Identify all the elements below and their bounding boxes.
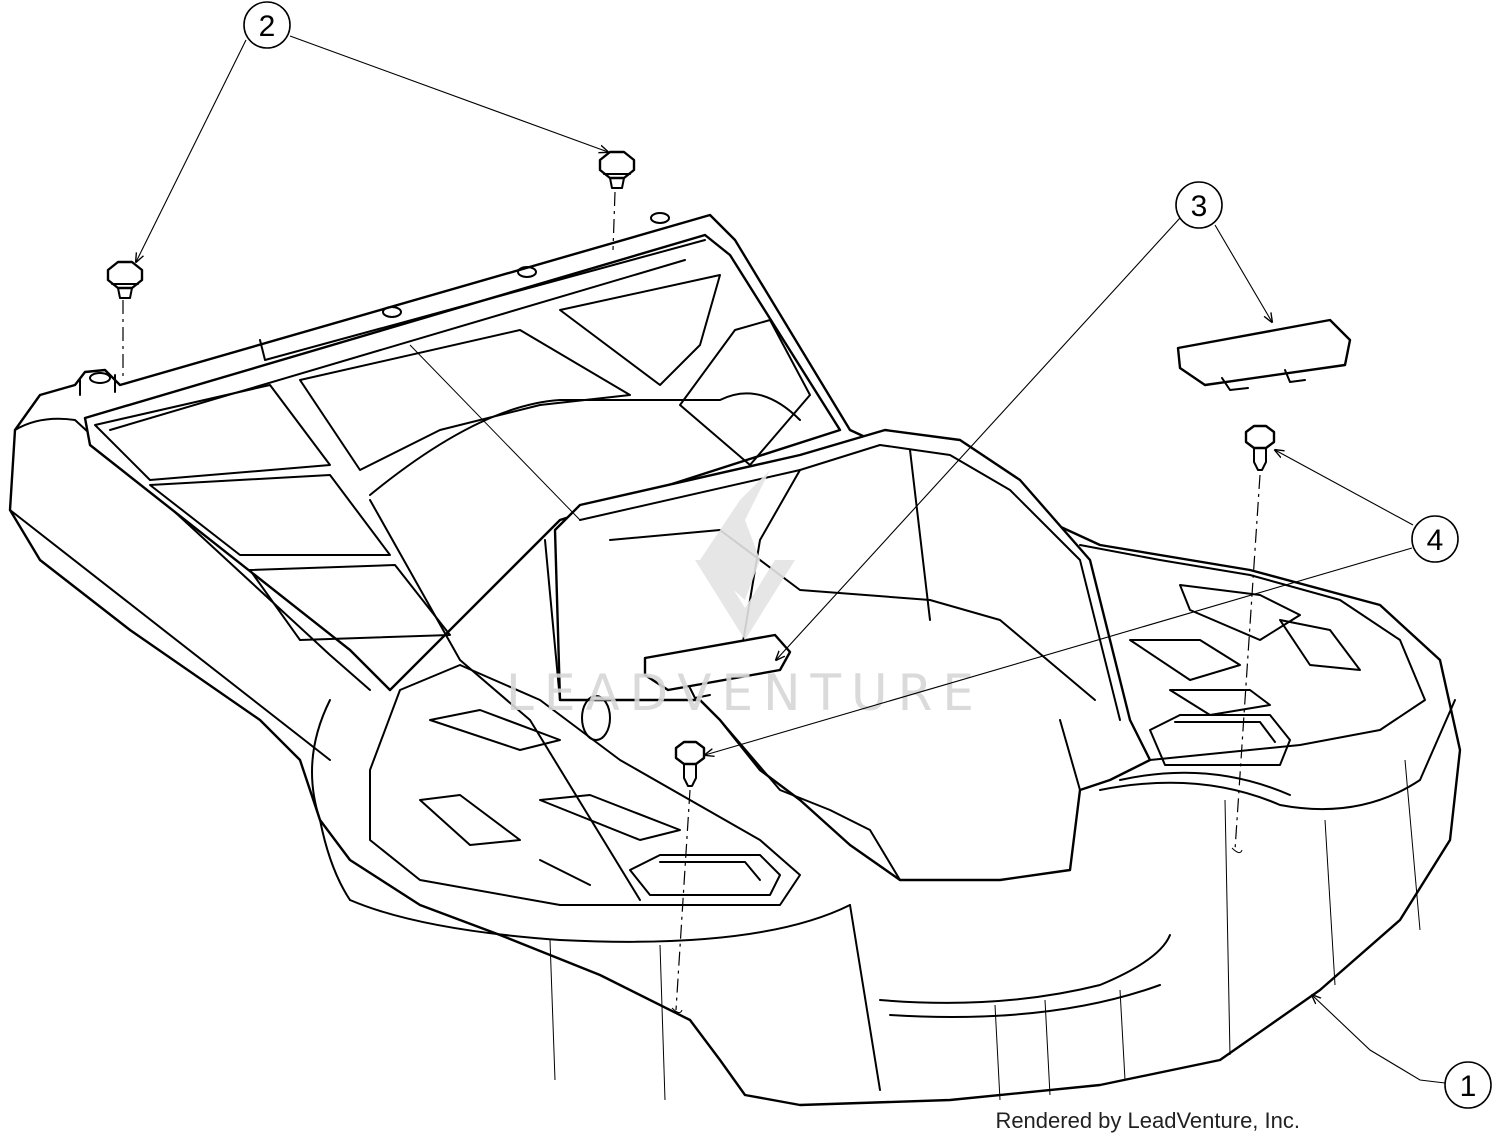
callout-1-label: 1 bbox=[1460, 1070, 1477, 1103]
leader-4-right bbox=[1275, 450, 1414, 526]
watermark: LEADVENTURE bbox=[506, 470, 984, 722]
credit-text: Rendered by LeadVenture, Inc. bbox=[995, 1108, 1300, 1133]
hole-marker-right bbox=[1231, 847, 1243, 854]
plug-cap-upper bbox=[1176, 318, 1352, 391]
callout-1[interactable]: 1 bbox=[1444, 1061, 1492, 1109]
leader-3-upper bbox=[1214, 224, 1272, 322]
watermark-v-icon bbox=[695, 560, 795, 640]
screw-4-left bbox=[674, 740, 706, 787]
centerline-screw-4-right bbox=[1234, 474, 1261, 851]
hidden-line bbox=[409, 344, 581, 521]
watermark-text: LEADVENTURE bbox=[506, 664, 984, 722]
screw-2-right bbox=[598, 150, 636, 189]
plug-cap-lower bbox=[643, 633, 792, 699]
leader-2-right bbox=[289, 35, 608, 152]
screw-2-left bbox=[106, 260, 144, 299]
centerline-screw-2-right bbox=[612, 191, 616, 251]
hole-marker-left bbox=[671, 1007, 683, 1014]
centerline-screw-4-left bbox=[675, 789, 691, 1011]
leader-4-left bbox=[705, 547, 1413, 755]
callout-4-label: 4 bbox=[1427, 524, 1444, 557]
callout-3-label: 3 bbox=[1191, 190, 1208, 223]
leader-2-left bbox=[136, 39, 247, 262]
callout-2-label: 2 bbox=[259, 10, 276, 43]
callout-2[interactable]: 2 bbox=[243, 1, 291, 49]
callout-3[interactable]: 3 bbox=[1175, 181, 1223, 229]
callout-4[interactable]: 4 bbox=[1411, 515, 1459, 563]
screw-4-right bbox=[1244, 424, 1276, 471]
leader-3-lower bbox=[776, 217, 1181, 660]
leader-1 bbox=[1312, 995, 1446, 1084]
